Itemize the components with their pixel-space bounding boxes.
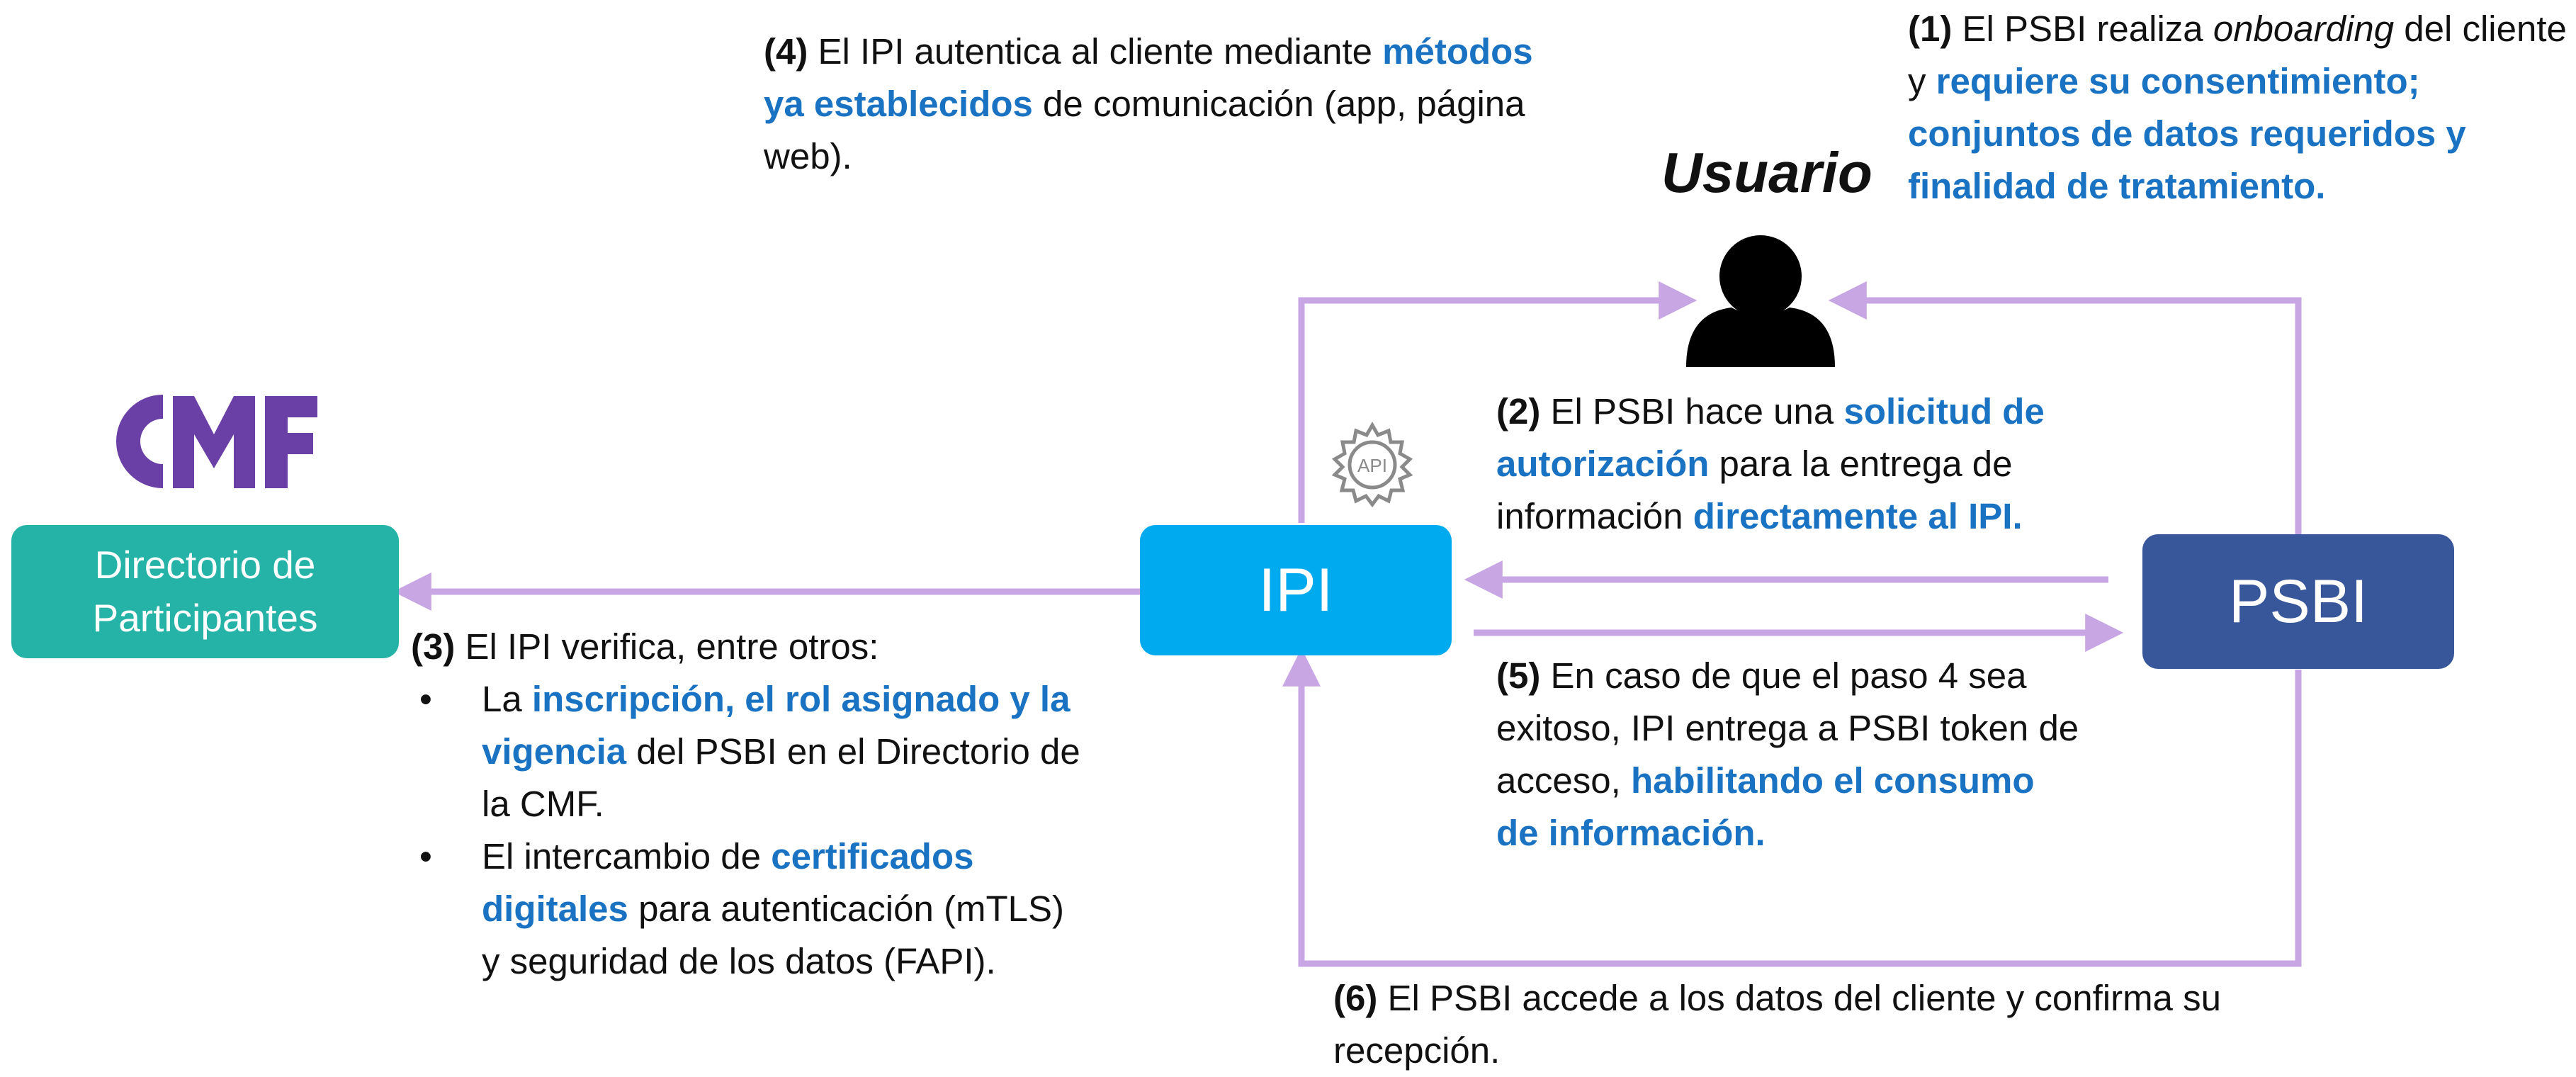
arrow-ipi-to-usuario <box>1298 281 1697 523</box>
step-4-text: (4) El IPI autentica al cliente mediante… <box>764 31 1533 176</box>
cmf-logo <box>116 395 317 488</box>
step-3-number: (3) <box>411 626 456 667</box>
directorio-participantes-box: Directorio de Participantes <box>11 525 399 658</box>
person-silhouette-icon <box>1686 235 1835 367</box>
ipi-label: IPI <box>1258 556 1333 624</box>
step-3-bullet-1: La inscripción, el rol asignado y la vig… <box>411 673 1084 830</box>
step-6-text: (6) El PSBI accede a los datos del clien… <box>1333 978 2221 1071</box>
step-5-text: (5) En caso de que el paso 4 sea exitoso… <box>1496 655 2079 853</box>
step-1-text: (1) El PSBI realiza onboarding del clien… <box>1908 9 2567 206</box>
usuario-title: Usuario <box>1661 141 1872 204</box>
step-2-number: (2) <box>1496 391 1541 432</box>
api-label: API <box>1357 455 1387 476</box>
step-2-text: (2) El PSBI hace una solicitud de autori… <box>1496 391 2045 536</box>
step-3-text: (3) El IPI verifica, entre otros: La ins… <box>411 621 1126 988</box>
psbi-label: PSBI <box>2229 567 2368 636</box>
psbi-box: PSBI <box>2142 534 2454 669</box>
step-3-bullet-list: La inscripción, el rol asignado y la vig… <box>411 673 1126 988</box>
step-4-number: (4) <box>764 31 808 72</box>
step-1-number: (1) <box>1908 9 1953 49</box>
api-gear-icon: API <box>1331 421 1413 507</box>
directorio-label-line1: Directorio de <box>94 543 316 587</box>
arrow-psbi-to-usuario <box>1828 281 2302 540</box>
step-3-bullet-2: El intercambio de certificados digitales… <box>411 830 1084 988</box>
directorio-label-line2: Participantes <box>92 596 318 640</box>
step-6-number: (6) <box>1333 978 1378 1018</box>
step-5-number: (5) <box>1496 655 1541 696</box>
arrow-psbi-loop-to-ipi <box>1282 648 2302 967</box>
ipi-box: IPI <box>1140 525 1452 655</box>
